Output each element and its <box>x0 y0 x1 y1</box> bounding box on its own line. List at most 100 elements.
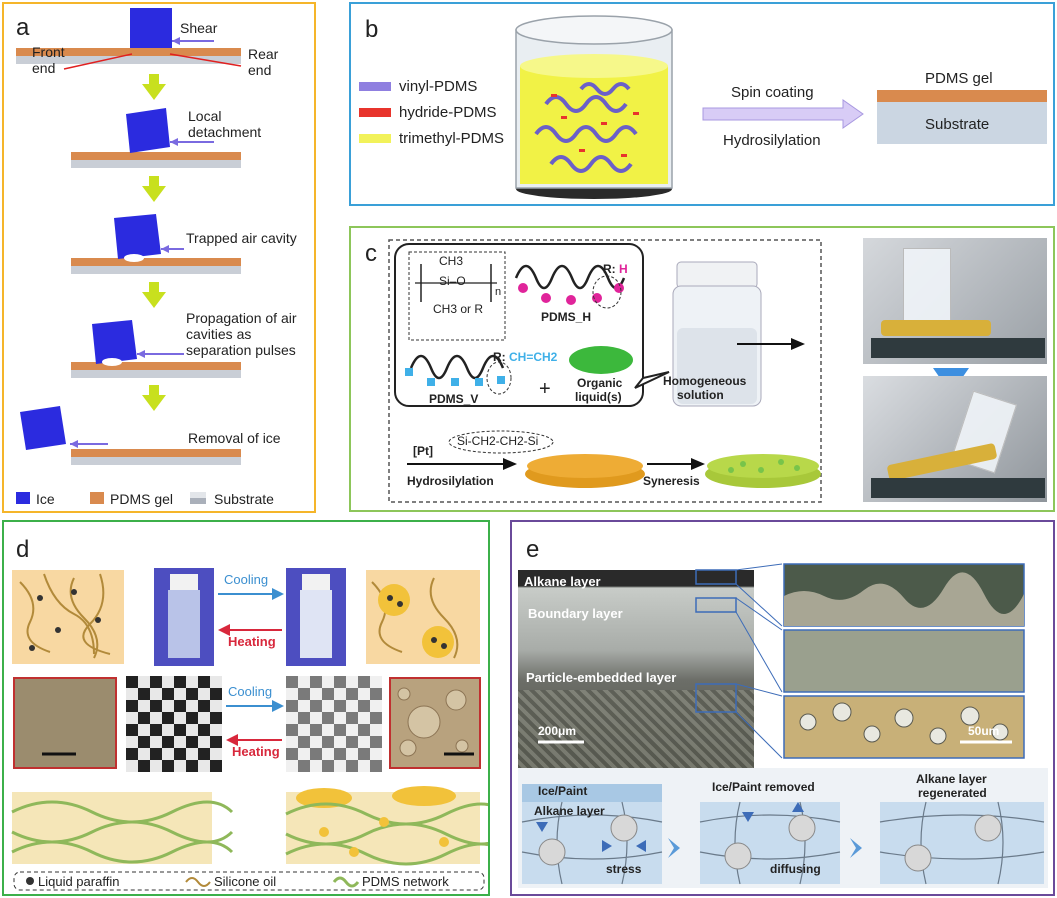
stage3-title: Alkane layer <box>916 772 987 786</box>
cooling-label: Cooling <box>224 572 269 587</box>
panel-c-drawing <box>388 239 822 503</box>
panel-label: a <box>16 14 30 41</box>
r-v-label: R: CH=CH2 <box>493 350 558 364</box>
ice-block <box>126 108 170 153</box>
down-arrow-icon <box>142 282 166 308</box>
legend-trimethyl: trimethyl-PDMS <box>399 130 505 147</box>
panel-e-drawing <box>518 563 1048 888</box>
beaker-icon <box>515 15 673 199</box>
hydrosilylation-label: Hydrosilylation <box>407 474 494 488</box>
heating-label: Heating <box>228 634 276 649</box>
legend-swatch-pdms <box>90 492 104 504</box>
legend-hydride: hydride-PDMS <box>399 104 497 121</box>
right-arrow-icon <box>503 458 517 470</box>
organic-label: liquid(s) <box>575 390 622 404</box>
plus-sign: + <box>539 378 551 400</box>
cooling-arrow-icon <box>272 588 284 600</box>
panel-label: b <box>365 16 379 43</box>
checkerboard-right <box>286 676 382 772</box>
step-label: Local <box>188 108 222 124</box>
legend-vinyl: vinyl-PDMS <box>399 78 478 95</box>
heating-arrow-icon <box>226 734 238 746</box>
chevron-right-icon <box>668 838 680 858</box>
scale-bar-label: 200μm <box>538 724 577 738</box>
step-label: Trapped air cavity <box>186 230 297 246</box>
pdms-layer <box>16 48 241 56</box>
panel-a: a Shear Front end Rear end Local detachm… <box>2 2 316 513</box>
checkerboard-left <box>126 676 222 772</box>
process-arrow-icon <box>702 99 864 129</box>
right-arrow-icon <box>691 458 705 470</box>
formula-top: CH3 <box>439 254 464 268</box>
process-top-label: Spin coating <box>731 84 814 101</box>
panel-a-drawing <box>16 8 242 504</box>
panel-d-drawing <box>11 568 488 891</box>
pt-label: [Pt] <box>413 444 433 458</box>
rear-end-label: end <box>248 62 272 78</box>
step-label: Propagation of air <box>186 310 297 326</box>
legend-substrate: Substrate <box>214 491 274 507</box>
step-label: Removal of ice <box>188 430 281 446</box>
right-arrow-icon <box>791 338 805 350</box>
chevron-right-icon <box>850 838 862 858</box>
shear-label: Shear <box>180 20 218 36</box>
front-end-label: end <box>32 60 56 76</box>
pdms-h-label: PDMS_H <box>541 310 592 324</box>
down-arrow-icon <box>142 385 166 411</box>
organic-label: Organic <box>577 376 623 390</box>
cooling-arrow-icon <box>272 700 284 712</box>
ice-block <box>114 214 161 259</box>
formula-n: n <box>495 286 502 298</box>
panel-b: b vinyl-PDMS hydride-PDMS trimethyl-PDMS… <box>349 2 1055 206</box>
ice-block <box>20 406 66 450</box>
panel-label: d <box>16 536 30 563</box>
process-bottom-label: Hydrosilylation <box>723 132 821 149</box>
down-arrow-icon <box>142 176 166 202</box>
panel-c: c CH3 Si–O n CH3 or R PDMS_H R: H R: CH=… <box>349 226 1055 512</box>
legend-swatch-ice <box>16 492 30 504</box>
ice-block <box>130 8 172 48</box>
homogeneous-label: Homogeneous <box>663 374 747 388</box>
heating-arrow-icon <box>218 624 230 636</box>
formula-bottom: CH3 or R <box>433 302 484 316</box>
organic-liquid-icon <box>569 346 633 374</box>
stage1-stress-label: stress <box>606 862 642 876</box>
front-end-label: Front <box>32 44 65 60</box>
layer-label: Boundary layer <box>528 606 623 621</box>
substrate-layer <box>877 102 1047 144</box>
legend-swatch-hydride <box>359 108 391 117</box>
micrograph-main <box>518 570 754 770</box>
stage2-diffusing-label: diffusing <box>770 862 821 876</box>
panel-d: d Cooling Heating Cooling Heating Liquid… <box>2 520 490 896</box>
stage1-top-label: Ice/Paint <box>538 784 588 798</box>
legend-swatch-paraffin <box>26 877 34 885</box>
substrate-label: Substrate <box>925 116 990 133</box>
homogeneous-label: solution <box>677 388 724 402</box>
layer-label: Particle-embedded layer <box>526 670 677 685</box>
layer-label: Alkane layer <box>524 574 601 589</box>
legend-swatch-vinyl <box>359 82 391 91</box>
scale-bar-label: 50um <box>968 724 1000 738</box>
photo-bottom <box>863 376 1047 502</box>
pdms-gel-label: PDMS gel <box>925 70 993 87</box>
photo-top <box>863 238 1047 364</box>
legend-silicone: Silicone oil <box>214 874 277 889</box>
stage2-title: Ice/Paint removed <box>712 780 815 794</box>
ice-block <box>92 320 137 364</box>
pdms-v-label: PDMS_V <box>429 392 479 406</box>
jar-icon <box>672 261 762 407</box>
legend-swatch-trimethyl <box>359 134 391 143</box>
pdms-gel-layer <box>877 90 1047 102</box>
step-label: detachment <box>188 124 262 140</box>
substrate-layer <box>16 56 241 64</box>
step-label: separation pulses <box>186 342 296 358</box>
formula-mid: Si–O <box>439 274 466 288</box>
panel-label: c <box>365 240 377 267</box>
legend-pdms: PDMS gel <box>110 491 174 507</box>
down-arrow-icon <box>142 74 166 100</box>
stage1-layer-label: Alkane layer <box>534 804 605 818</box>
cooling-label: Cooling <box>228 684 273 699</box>
rear-end-label: Rear <box>248 46 279 62</box>
heating-label: Heating <box>232 744 280 759</box>
panel-label: e <box>526 536 540 563</box>
